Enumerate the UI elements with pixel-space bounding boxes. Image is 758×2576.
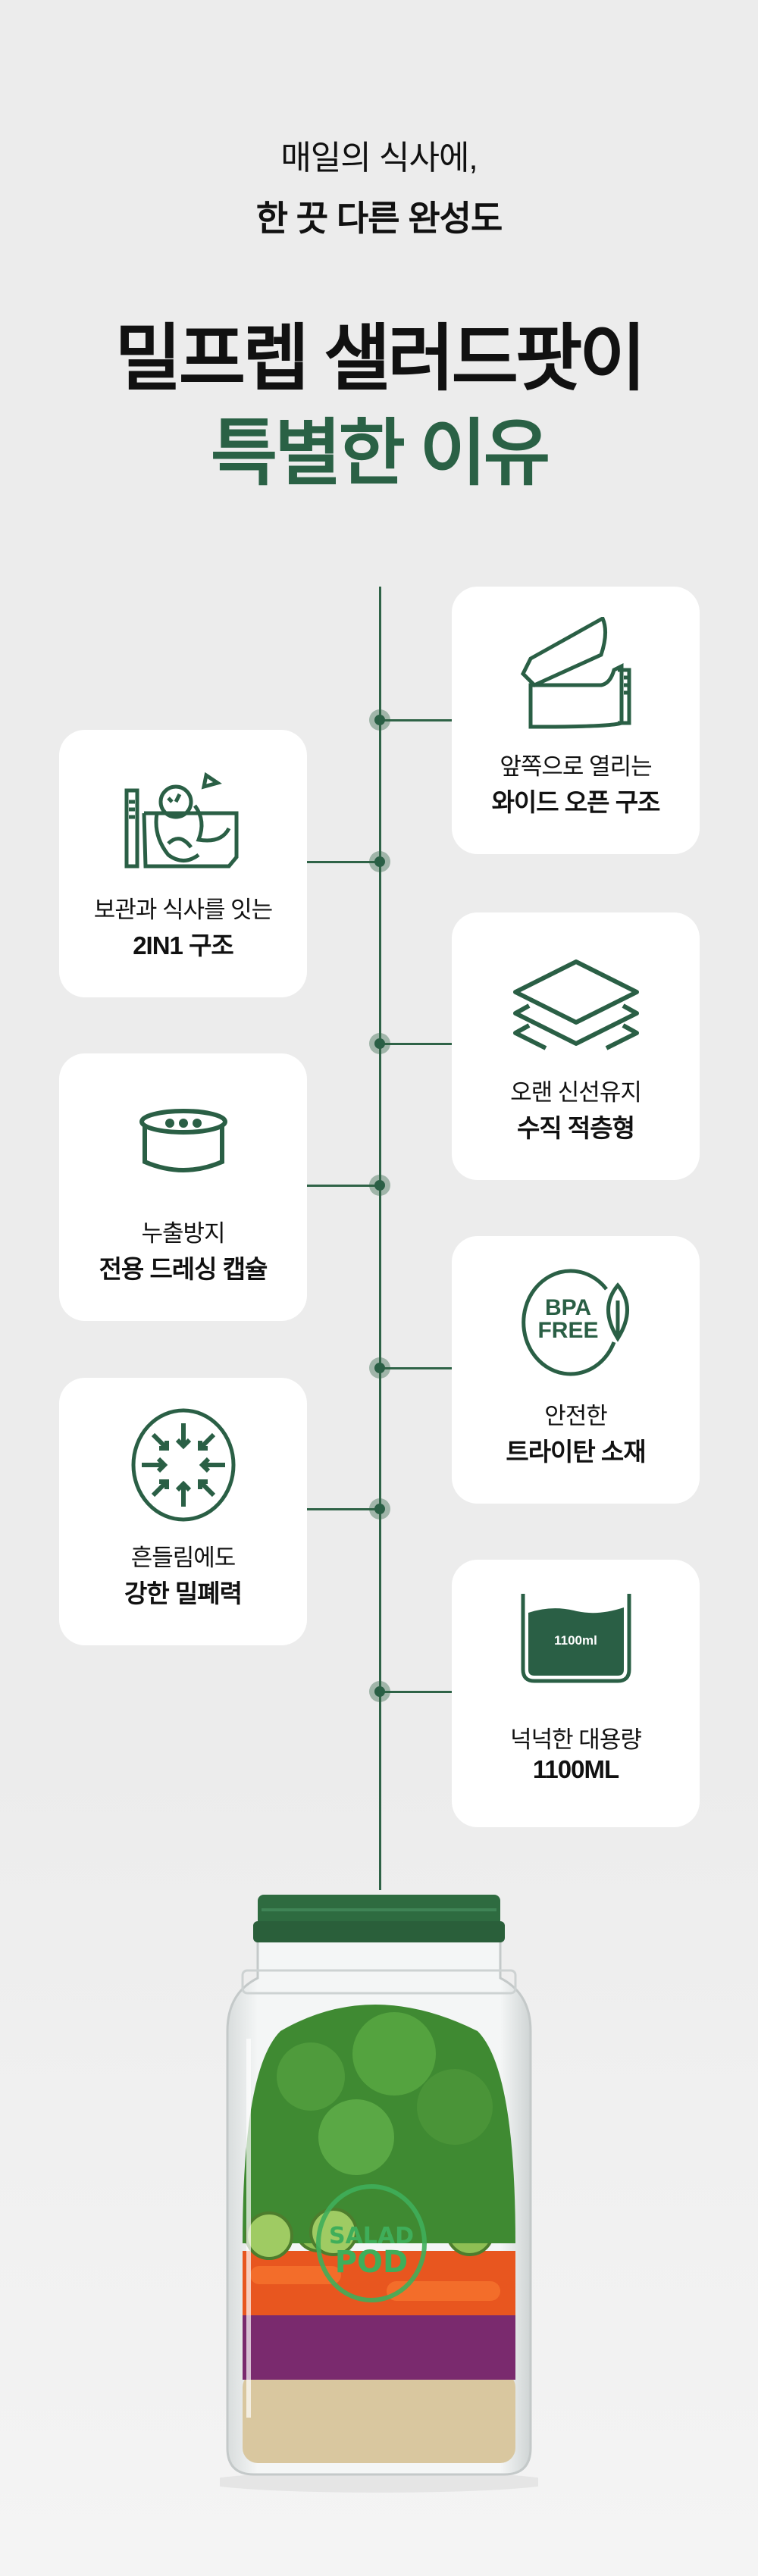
connector [381, 1367, 452, 1369]
feature-card-stacked: 오랜 신선유지 수직 적층형 [452, 912, 700, 1180]
connector [305, 1508, 380, 1510]
feature-line2: 2IN1 구조 [133, 931, 234, 959]
feature-line1: 누출방지 [141, 1220, 225, 1247]
wide-open-container-icon [452, 617, 700, 731]
timeline-dot [369, 1681, 390, 1702]
bpa-free-icon: BPA FREE [452, 1266, 700, 1380]
feature-line2: 와이드 오픈 구조 [491, 788, 661, 816]
feature-line1: 흔들림에도 [130, 1545, 236, 1571]
feature-line2: 강한 밀폐력 [124, 1579, 243, 1607]
feature-line2: 전용 드레싱 캡슐 [99, 1255, 268, 1283]
feature-line1: 넉넉한 대용량 [510, 1726, 642, 1753]
svg-text:SALAD: SALAD [329, 2223, 414, 2249]
connector [305, 1185, 380, 1187]
timeline-dot [369, 1498, 390, 1520]
feature-line1: 안전한 [544, 1403, 608, 1429]
dressing-capsule-icon [59, 1084, 307, 1197]
timeline-line [379, 587, 381, 1890]
feature-line1: 보관과 식사를 잇는 [93, 897, 273, 923]
salad-bowl-icon [59, 760, 307, 874]
feature-card-tritan: BPA FREE 안전한 트라이탄 소재 [452, 1236, 700, 1504]
connector [381, 719, 452, 721]
feature-line2: 수직 적층형 [517, 1114, 635, 1142]
feature-card-capacity: 1100ml 넉넉한 대용량 1100ML [452, 1560, 700, 1827]
timeline-dot [369, 1175, 390, 1196]
feature-line1: 앞쪽으로 열리는 [500, 753, 652, 780]
feature-card-wide-open: 앞쪽으로 열리는 와이드 오픈 구조 [452, 587, 700, 854]
connector [381, 1691, 452, 1693]
connector [305, 861, 380, 863]
bpa-label: BPA [544, 1295, 592, 1320]
title-line-2: 특별한 이유 [210, 413, 550, 494]
feature-line2: 트라이탄 소재 [506, 1438, 646, 1466]
timeline-dot [369, 709, 390, 731]
timeline-dot [369, 1033, 390, 1054]
timeline-dot [369, 851, 390, 872]
connector [381, 1043, 452, 1045]
stacked-layers-icon [452, 943, 700, 1056]
feature-card-capsule: 누출방지 전용 드레싱 캡슐 [59, 1053, 307, 1321]
feature-line1: 오랜 신선유지 [510, 1079, 642, 1106]
title-line-1: 밀프렙 샐러드팟이 [114, 318, 646, 399]
svg-text:POD: POD [335, 2245, 409, 2280]
capacity-icon-label: 1100ml [554, 1633, 597, 1648]
subtitle-line-1: 매일의 식사에, [280, 139, 478, 177]
timeline-dot [369, 1357, 390, 1379]
feature-card-2in1: 보관과 식사를 잇는 2IN1 구조 [59, 730, 307, 997]
subtitle-line-2: 한 끗 다른 완성도 [255, 199, 503, 238]
capacity-cup-icon: 1100ml [452, 1582, 700, 1696]
feature-line2: 1100ML [532, 1755, 619, 1783]
free-label: FREE [537, 1318, 599, 1343]
salad-jar-image: SALAD POD [205, 1887, 553, 2493]
salad-pod-logo [316, 2184, 427, 2302]
feature-card-seal: 흔들림에도 강한 밀폐력 [59, 1378, 307, 1645]
seal-arrows-icon [59, 1408, 307, 1522]
